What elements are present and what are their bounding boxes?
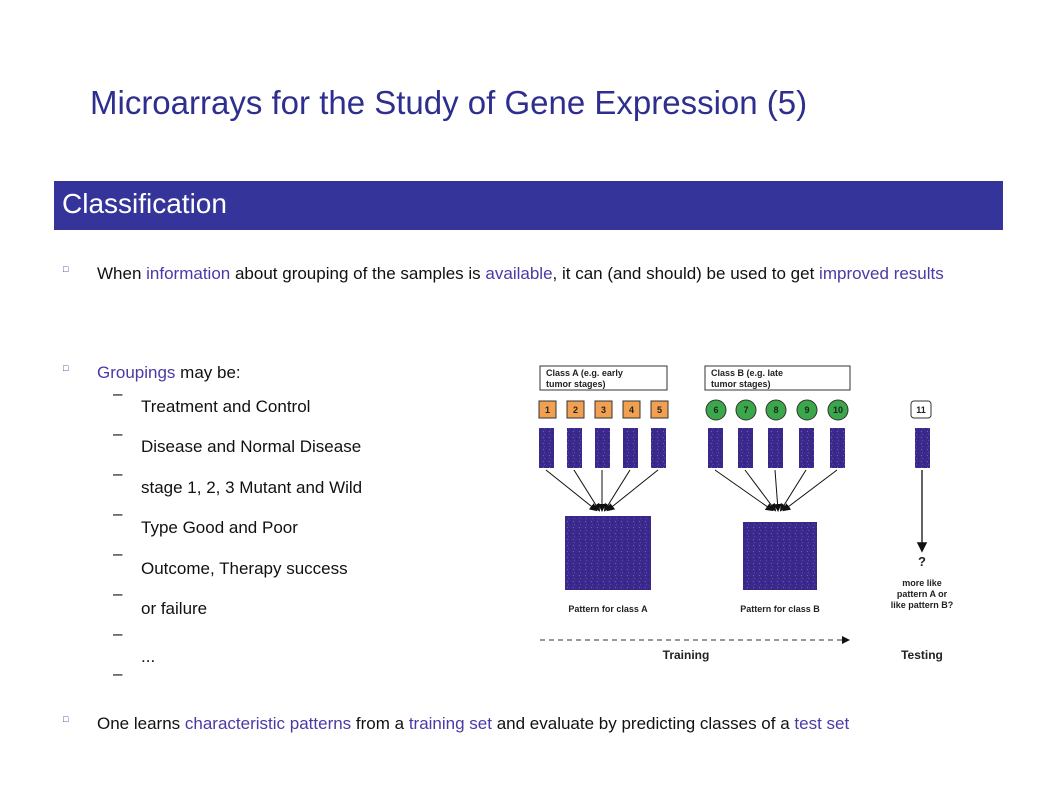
arrow — [573, 469, 601, 512]
text-run: When — [97, 264, 147, 283]
sample-number: 2 — [573, 405, 578, 415]
arrow — [714, 469, 774, 512]
classification-diagram: Class A (e.g. early tumor stages) Class … — [538, 365, 954, 662]
arrow — [603, 469, 631, 512]
text-run: may be: — [175, 363, 241, 382]
sample-number: 7 — [743, 405, 748, 415]
dash-marker: – — [113, 504, 123, 523]
arrow — [744, 469, 777, 512]
sample-square — [622, 400, 641, 419]
section-header-bar: Classification — [54, 181, 1003, 230]
test-sample-box — [910, 400, 932, 419]
text-run: from a — [351, 714, 409, 733]
arrow — [779, 469, 807, 512]
bullet-information: When information about grouping of the s… — [97, 262, 997, 286]
dash-marker: – — [113, 584, 123, 603]
pattern-b-label: Pattern for class B — [740, 604, 820, 614]
sample-number: 1 — [545, 405, 550, 415]
arrow — [545, 469, 598, 512]
section-title: Classification — [62, 188, 227, 219]
bullet-icon: □ — [63, 363, 69, 373]
dash-marker: – — [113, 384, 123, 403]
dash-marker: – — [113, 424, 123, 443]
class-b-label-line1: Class B (e.g. late — [711, 368, 783, 378]
sample-circle — [735, 399, 757, 421]
class-a-label-line2: tumor stages) — [546, 379, 606, 389]
array-strip — [738, 428, 753, 468]
testing-label: Testing — [901, 648, 943, 662]
sample-number: 6 — [713, 405, 718, 415]
arrow — [773, 469, 782, 512]
dash-marker: – — [113, 544, 123, 563]
sample-number: 5 — [657, 405, 662, 415]
arrow — [606, 469, 659, 512]
question-line: more like — [902, 578, 942, 588]
bullet-groupings: Groupings may be: — [97, 361, 241, 385]
array-strip — [799, 428, 814, 468]
grouping-item: stage 1, 2, 3 Mutant and Wild — [141, 478, 363, 497]
sample-circle — [827, 399, 849, 421]
sample-circle — [705, 399, 727, 421]
class-a-label-line1: Class A (e.g. early — [546, 368, 623, 378]
highlight-test-set: test set — [794, 714, 850, 733]
dash-marker: – — [113, 624, 123, 643]
sample-number: 9 — [804, 405, 809, 415]
highlight-information: information — [146, 264, 231, 283]
sample-square — [594, 400, 613, 419]
highlight-groupings: Groupings — [97, 363, 176, 382]
text-run: and evaluate by predicting classes of a — [491, 714, 795, 733]
grouping-item: or failure — [141, 599, 208, 618]
highlight-improved-results: improved results — [819, 264, 944, 283]
array-strip — [708, 428, 723, 468]
training-label: Training — [663, 648, 710, 662]
array-strip — [595, 428, 610, 468]
bullet-icon: □ — [63, 714, 69, 724]
pattern-a-label: Pattern for class A — [568, 604, 648, 614]
bullet-icon: □ — [63, 264, 69, 274]
text-run: about grouping of the samples is — [230, 264, 486, 283]
array-strip — [830, 428, 845, 468]
bullet-learning: One learns characteristic patterns from … — [97, 712, 967, 736]
class-b-label-line2: tumor stages) — [711, 379, 771, 389]
text-run: One learns — [97, 714, 185, 733]
sample-circle — [765, 399, 787, 421]
text-run: , it can (and should) be used to get — [552, 264, 820, 283]
array-strip — [623, 428, 638, 468]
array-strip — [567, 428, 582, 468]
array-strip — [768, 428, 783, 468]
slide-title: Microarrays for the Study of Gene Expres… — [90, 84, 808, 121]
dash-marker: – — [113, 664, 123, 683]
sample-square — [566, 400, 585, 419]
sample-number: 10 — [833, 405, 843, 415]
grouping-item: Type Good and Poor — [141, 518, 298, 537]
sample-number: 3 — [601, 405, 606, 415]
sample-number: 4 — [629, 405, 634, 415]
sample-circle — [796, 399, 818, 421]
array-strip — [539, 428, 554, 468]
question-mark: ? — [918, 554, 926, 569]
sample-square — [538, 400, 557, 419]
sample-number: 8 — [773, 405, 778, 415]
test-sample-number: 11 — [916, 405, 926, 415]
pattern-b-image — [743, 522, 817, 590]
arrow — [782, 469, 838, 512]
test-array-strip — [915, 428, 930, 468]
highlight-characteristic-patterns: characteristic patterns — [184, 714, 352, 733]
array-strip — [651, 428, 666, 468]
class-b-label-box — [704, 365, 851, 391]
sample-square — [650, 400, 669, 419]
grouping-item: Treatment and Control — [141, 397, 311, 416]
pattern-a-image — [565, 516, 651, 590]
class-a-label-box — [539, 365, 668, 391]
question-line: like pattern B? — [891, 600, 954, 610]
grouping-item: Outcome, Therapy success — [141, 559, 348, 578]
highlight-available: available — [485, 264, 553, 283]
highlight-training-set: training set — [408, 714, 492, 733]
dash-marker: – — [113, 464, 123, 483]
question-line: pattern A or — [897, 589, 948, 599]
grouping-item: Disease and Normal Disease — [141, 437, 362, 456]
grouping-item: ... — [141, 647, 156, 666]
